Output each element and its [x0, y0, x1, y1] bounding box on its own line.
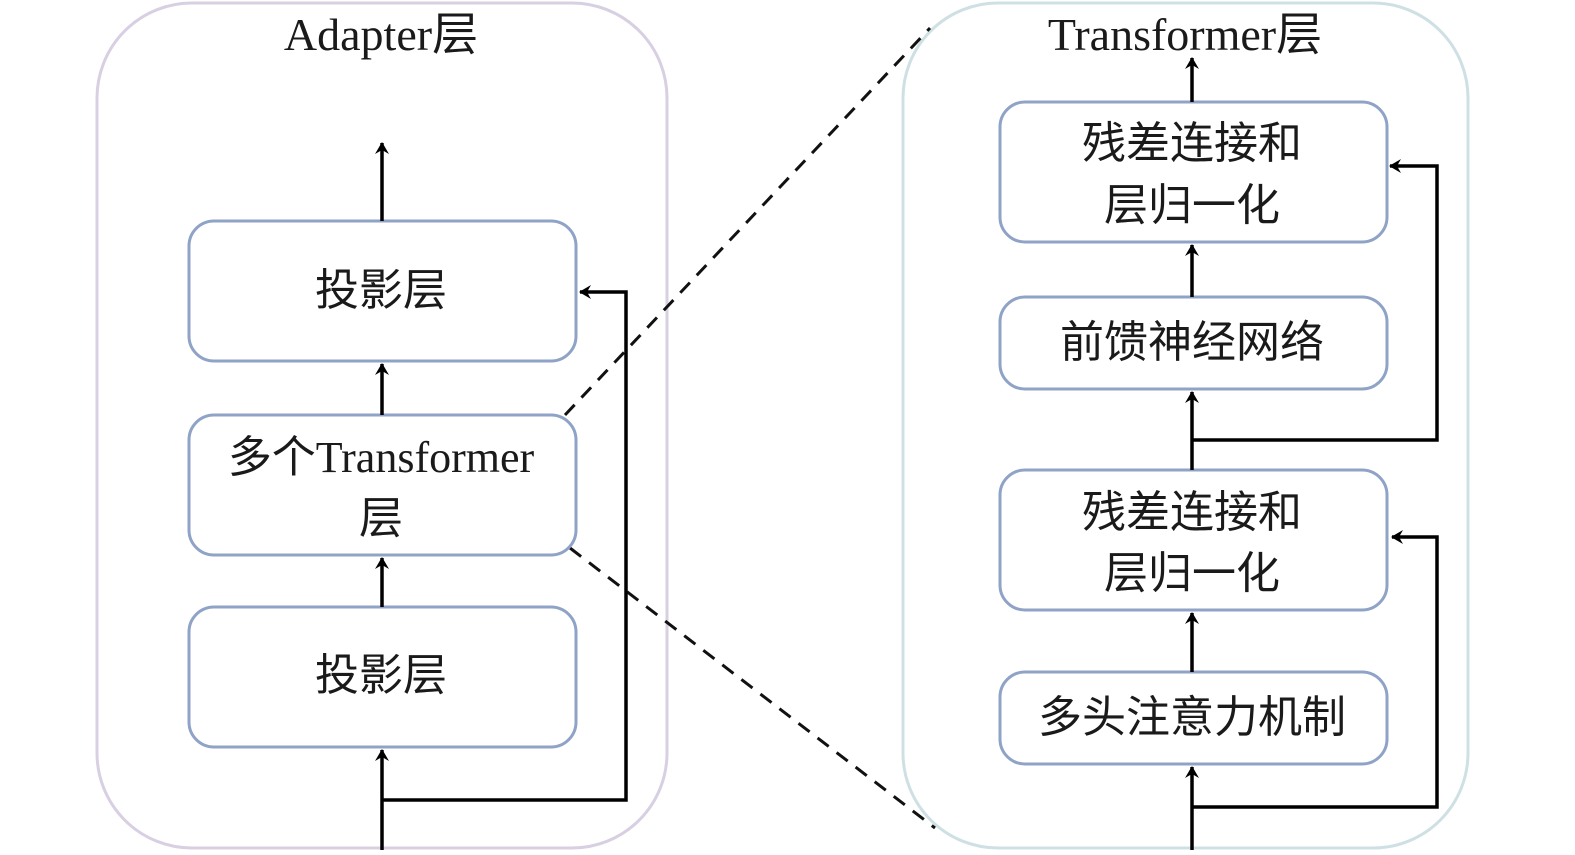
adapter-top-projection-label: 投影层 — [315, 266, 447, 315]
transformer-skip-connection-bottom — [1192, 530, 1439, 809]
zoom-line-bottom — [569, 546, 936, 830]
transformer-add-norm-bottom-line1: 残差连接和 — [1082, 488, 1302, 537]
transformer-add-norm-top-line2: 层归一化 — [1104, 181, 1280, 230]
transformer-title: Transformer层 — [1048, 9, 1322, 60]
transformer-add-norm-bottom-line2: 层归一化 — [1104, 549, 1280, 598]
zoom-line-top — [563, 26, 932, 417]
adapter-title: Adapter层 — [284, 9, 478, 60]
adapter-transformers-label-line1: 多个Transformer — [228, 433, 535, 482]
adapter-transformers-label-line2: 层 — [359, 494, 403, 543]
transformer-add-norm-top-line1: 残差连接和 — [1082, 119, 1302, 168]
transformer-mha-label: 多头注意力机制 — [1038, 693, 1346, 742]
adapter-bottom-projection-label: 投影层 — [315, 651, 447, 700]
adapter-skip-connection — [382, 285, 628, 802]
transformer-skip-connection-top — [1192, 159, 1439, 442]
transformer-ffn-label: 前馈神经网络 — [1060, 318, 1324, 367]
transformer-container — [901, 1, 1470, 850]
